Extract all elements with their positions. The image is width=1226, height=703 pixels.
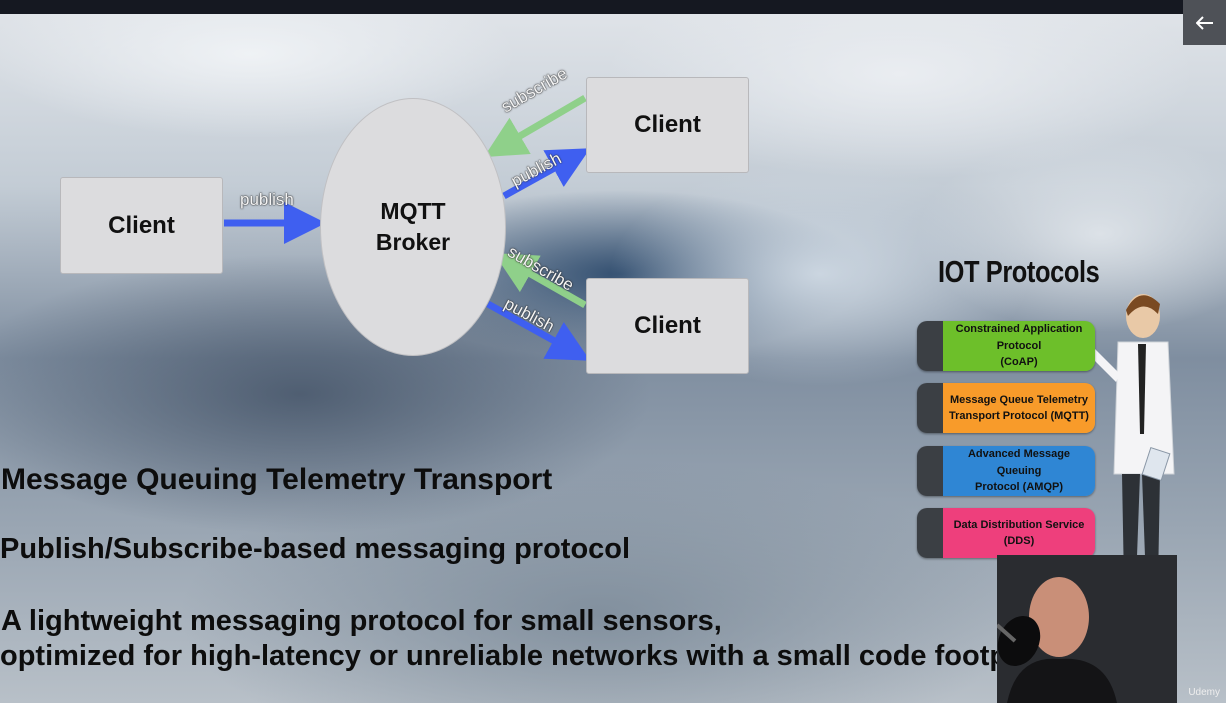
protocol-amqp-line1: Advanced Message Queuing (967, 448, 1071, 477)
arrow-top-publish (502, 148, 591, 200)
protocol-coap-line2: (CoAP) (1000, 356, 1038, 369)
player-top-bar (0, 0, 1226, 14)
client-top-box: Client (586, 77, 749, 173)
presenter-webcam (997, 555, 1177, 703)
mqtt-broker-node: MQTT Broker (320, 98, 506, 356)
slide-subheading: Publish/Subscribe-based messaging protoc… (0, 533, 631, 565)
arrow-top-subscribe (483, 94, 587, 158)
presenter-illustration (1088, 294, 1175, 584)
protocol-dds: Data Distribution Service (DDS) (917, 508, 1095, 558)
arrow-bottom-publish (486, 300, 591, 361)
broker-line-1: MQTT (380, 197, 446, 224)
client-bottom-label: Client (634, 312, 701, 339)
client-left-label: Client (108, 211, 175, 239)
arrow-left-icon (1195, 15, 1213, 30)
client-top-label: Client (634, 111, 701, 138)
iot-protocols-title: IOT Protocols (938, 254, 1100, 289)
udemy-watermark: Udemy (1188, 687, 1220, 698)
slide-description-line2: optimized for high-latency or unreliable… (0, 640, 1054, 672)
protocol-mqtt-line2: Transport Protocol (MQTT) (949, 410, 1089, 422)
client-left-box: Client (60, 177, 223, 274)
slide-heading: Message Queuing Telemetry Transport (1, 463, 553, 496)
protocol-dds-line2: (DDS) (1003, 535, 1035, 547)
client-bottom-box: Client (586, 278, 749, 374)
arrow-bottom-subscribe (493, 253, 587, 309)
slide-description-line1: A lightweight messaging protocol for sma… (1, 605, 722, 637)
protocol-amqp-line2: Protocol (AMQP) (975, 481, 1063, 494)
back-button[interactable] (1183, 0, 1226, 45)
label-left-publish: publish (240, 190, 294, 209)
protocol-dds-line1: Data Distribution Service (953, 518, 1085, 531)
mqtt-diagram-arrows (224, 94, 1175, 584)
protocol-coap-line1: Constrained Application Protocol (955, 323, 1083, 352)
protocol-mqtt-line1: Message Queue Telemetry (950, 393, 1088, 406)
broker-line-2: Broker (375, 229, 451, 255)
presenter-webcam-image (997, 555, 1177, 703)
protocol-coap: Constrained Application Protocol (CoAP) (917, 321, 1095, 371)
